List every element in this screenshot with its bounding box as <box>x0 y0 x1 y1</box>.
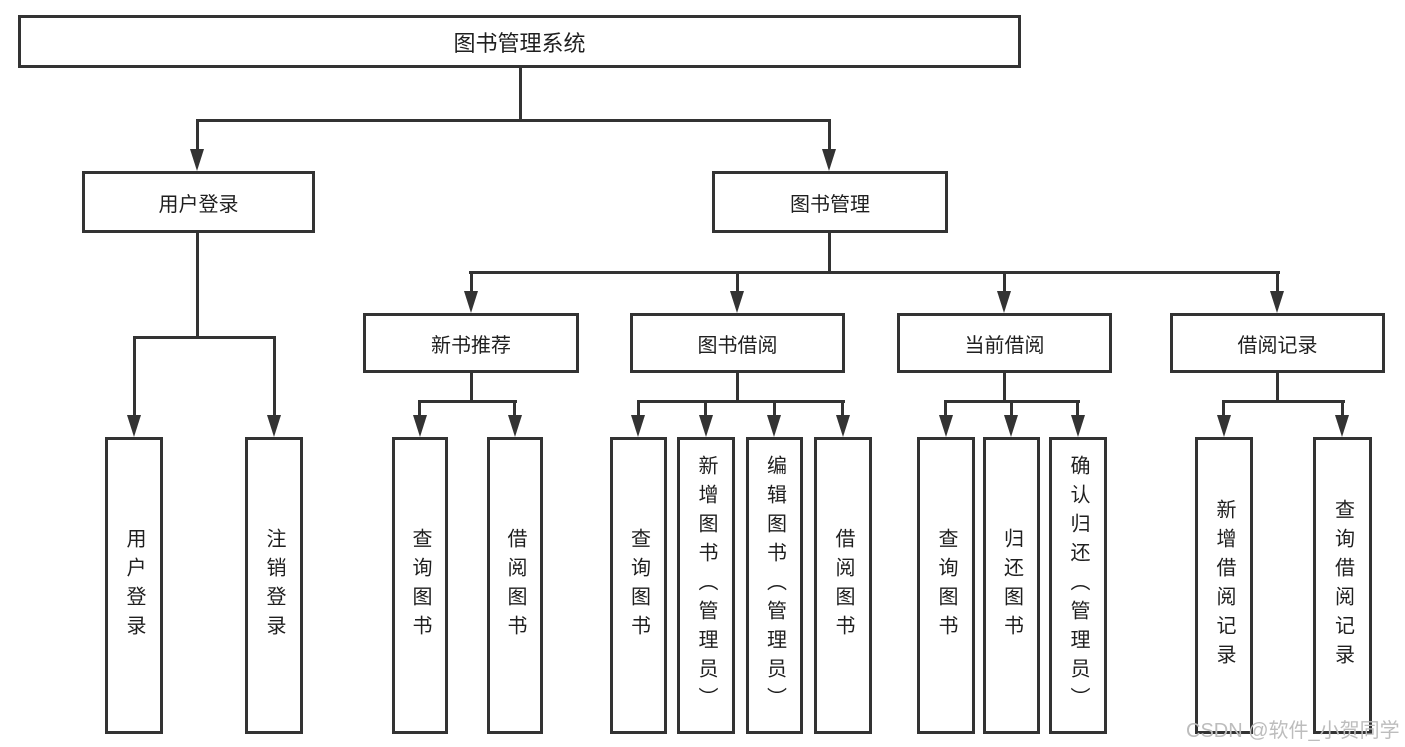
leaf-query-books-newbook: 查询图书 <box>392 437 448 734</box>
arrow-to-g4c <box>1071 415 1085 437</box>
connector-stem-borrow-records <box>1276 271 1279 293</box>
connector-stem-user-login <box>196 119 199 151</box>
leaf-add-books-admin: 新增图书（管理员） <box>677 437 735 734</box>
node-book-management: 图书管理 <box>712 171 948 233</box>
arrow-to-g3d <box>836 415 850 437</box>
leaf-borrow-books-borrow: 借阅图书 <box>814 437 872 734</box>
arrow-to-book-borrow <box>730 291 744 313</box>
leaf-confirm-return-admin: 确认归还（管理员） <box>1049 437 1107 734</box>
arrow-to-leaf-logout <box>267 415 281 437</box>
connector-book-borrow-hline <box>637 400 845 403</box>
connector-stem-g5b <box>1341 400 1344 417</box>
node-new-book-recommendation: 新书推荐 <box>363 313 579 373</box>
connector-user-login-hline <box>133 336 275 339</box>
connector-stem-g5a <box>1222 400 1225 417</box>
arrow-to-g3a <box>631 415 645 437</box>
node-library-management-system: 图书管理系统 <box>18 15 1021 68</box>
node-book-borrowing: 图书借阅 <box>630 313 845 373</box>
arrow-to-new-book <box>464 291 478 313</box>
connector-borrow-records-hline <box>1223 400 1345 403</box>
leaf-add-borrow-record: 新增借阅记录 <box>1195 437 1253 734</box>
leaf-query-borrow-record: 查询借阅记录 <box>1313 437 1372 734</box>
leaf-borrow-books-newbook: 借阅图书 <box>487 437 543 734</box>
csdn-watermark: CSDN @软件_小贺同学 <box>1186 720 1400 742</box>
connector-borrow-records-stem <box>1276 373 1279 402</box>
connector-stem-leaf-user-login <box>133 336 136 416</box>
arrow-to-borrow-records <box>1270 291 1284 313</box>
connector-stem-g2a <box>418 400 421 417</box>
leaf-user-login: 用户登录 <box>105 437 163 734</box>
connector-stem-new-book <box>470 271 473 293</box>
connector-stem-g4a <box>944 400 947 417</box>
arrow-to-current-borrow <box>997 291 1011 313</box>
connector-stem-current-borrow <box>1003 271 1006 293</box>
connector-stem-g4b <box>1010 400 1013 417</box>
leaf-edit-books-admin: 编辑图书（管理员） <box>746 437 803 734</box>
node-borrowing-records: 借阅记录 <box>1170 313 1385 373</box>
connector-user-login-stem <box>196 233 199 338</box>
connector-stem-book-borrow <box>736 271 739 293</box>
connector-stem-g3d <box>841 400 844 417</box>
arrow-to-book-management <box>822 149 836 171</box>
connector-book-borrow-stem <box>736 373 739 402</box>
connector-level3-hline <box>469 271 1280 274</box>
connector-stem-leaf-logout <box>273 336 276 416</box>
arrow-to-user-login <box>190 149 204 171</box>
connector-new-book-hline <box>419 400 517 403</box>
connector-stem-g4c <box>1076 400 1079 417</box>
connector-stem-g3a <box>637 400 640 417</box>
arrow-to-g2b <box>508 415 522 437</box>
arrow-to-g2a <box>413 415 427 437</box>
arrow-to-g4a <box>939 415 953 437</box>
connector-level2-hline <box>196 119 831 122</box>
node-user-login: 用户登录 <box>82 171 315 233</box>
connector-root-stem <box>519 68 522 120</box>
connector-new-book-stem <box>470 373 473 402</box>
arrow-to-g3b <box>699 415 713 437</box>
leaf-logout: 注销登录 <box>245 437 303 734</box>
arrow-to-g5b <box>1335 415 1349 437</box>
leaf-query-books-current: 查询图书 <box>917 437 975 734</box>
connector-current-borrow-stem <box>1003 373 1006 402</box>
node-current-borrowing: 当前借阅 <box>897 313 1112 373</box>
connector-stem-g2b <box>513 400 516 417</box>
leaf-query-books-borrow: 查询图书 <box>610 437 667 734</box>
connector-book-management-stem <box>828 233 831 273</box>
arrow-to-g5a <box>1217 415 1231 437</box>
arrow-to-g3c <box>767 415 781 437</box>
connector-stem-g3b <box>704 400 707 417</box>
leaf-return-books: 归还图书 <box>983 437 1040 734</box>
arrow-to-leaf-user-login <box>127 415 141 437</box>
connector-stem-book-management <box>828 119 831 151</box>
arrow-to-g4b <box>1004 415 1018 437</box>
connector-stem-g3c <box>773 400 776 417</box>
